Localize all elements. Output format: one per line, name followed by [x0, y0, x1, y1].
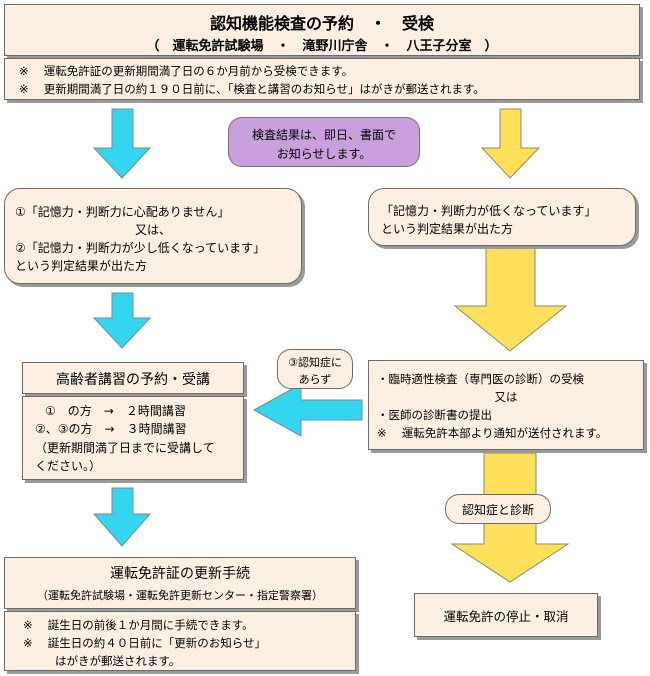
renewal-note-3: はがきが郵送されます。: [55, 654, 181, 668]
lecture-line-3: （更新期間満了日までに受講して: [35, 441, 215, 455]
arrow-down-cyan-2: [92, 292, 152, 349]
suspension-box: 運転免許の停止・取消: [414, 593, 598, 637]
left-result-line-4: という判定結果が出た方: [15, 259, 148, 273]
left-result-line-1: ①「記憶力・判断力に心配ありません」: [15, 205, 230, 219]
medical-line-1: ・臨時適性検査（専門医の診断）の受検: [377, 372, 584, 386]
lecture-title-box: 高齢者講習の予約・受講: [22, 362, 244, 394]
medical-box: ・臨時適性検査（専門医の診断）の受検 又は ・医師の診断書の提出 ※ 運転免許本…: [368, 360, 644, 450]
arrow-down-cyan-3: [92, 487, 152, 547]
medical-line-3: ・医師の診断書の提出: [377, 408, 492, 422]
left-result-box: ①「記憶力・判断力に心配ありません」 又は、 ②「記憶力・判断力が少し低くなって…: [4, 188, 302, 284]
right-result-box: 「記憶力・判断力が低くなっています」 という判定結果が出た方: [368, 188, 636, 246]
right-result-line-1: 「記憶力・判断力が低くなっています」: [381, 204, 597, 218]
header-notes-box: ※ 運転免許証の更新期間満了日の６か月前から受検できます。 ※ 更新期間満了日の…: [4, 58, 640, 100]
arrow-left-cyan: [252, 383, 363, 437]
not-dementia-bubble: ③認知症に あらず: [277, 349, 353, 389]
result-bubble-line-2: お知らせします。: [276, 147, 372, 161]
renewal-subtitle: （運転免許試験場・運転免許更新センター・指定警察署）: [37, 589, 323, 602]
left-result-line-2: 又は、: [134, 223, 171, 237]
renewal-note-1: ※ 誕生日の前後１か月間に手続できます。: [23, 618, 254, 632]
header-note-2: ※ 更新期間満了日の約１９０日前に、「検査と講習のお知らせ」はがきが郵送されます…: [19, 82, 485, 96]
not-dementia-line-2: あらず: [298, 373, 332, 386]
lecture-line-2: ②、③の方 → ３時間講習: [35, 422, 187, 436]
left-result-line-3: ②「記憶力・判断力が少し低くなっています」: [15, 241, 266, 255]
arrow-down-yellow-1: [480, 108, 541, 179]
header-note-1: ※ 運転免許証の更新期間満了日の６か月前から受検できます。: [19, 64, 354, 78]
diagnosis-label-text: 認知症と診断: [461, 503, 534, 517]
renewal-notes-box: ※ 誕生日の前後１か月間に手続できます。 ※ 誕生日の約４０日前に「更新のお知ら…: [4, 611, 356, 671]
medical-line-2: 又は: [494, 390, 518, 404]
medical-line-4: ※ 運転免許本部より通知が送付されます。: [377, 426, 608, 440]
renewal-title-box: 運転免許証の更新手続 （運転免許試験場・運転免許更新センター・指定警察署）: [4, 557, 356, 609]
lecture-line-4: ください。）: [35, 459, 102, 473]
lecture-line-1: ① の方 → ２時間講習: [45, 404, 186, 418]
header-subtitle: （ 運転免許試験場 ・ 滝野川庁舎 ・ 八王子分室 ）: [146, 39, 498, 54]
renewal-note-2: ※ 誕生日の約４０日前に「更新のお知らせ」: [23, 636, 267, 650]
arrow-down-cyan-1: [92, 108, 152, 179]
lecture-detail-box: ① の方 → ２時間講習 ②、③の方 → ３時間講習 （更新期間満了日までに受講…: [22, 396, 244, 480]
lecture-title: 高齢者講習の予約・受講: [56, 372, 210, 388]
right-result-line-2: という判定結果が出た方: [381, 222, 514, 236]
result-bubble: 検査結果は、即日、書面で お知らせします。: [228, 117, 420, 167]
diagnosis-label: 認知症と診断: [445, 494, 551, 524]
suspension-label: 運転免許の停止・取消: [443, 609, 569, 624]
header-box: 認知機能検査の予約 ・ 受検 （ 運転免許試験場 ・ 滝野川庁舎 ・ 八王子分室…: [4, 4, 640, 56]
result-bubble-line-1: 検査結果は、即日、書面で: [251, 128, 396, 142]
renewal-title: 運転免許証の更新手続: [110, 566, 250, 582]
arrow-down-yellow-2: [453, 243, 568, 352]
header-title: 認知機能検査の予約 ・ 受検: [209, 14, 434, 33]
not-dementia-line-1: ③認知症に: [288, 356, 342, 369]
